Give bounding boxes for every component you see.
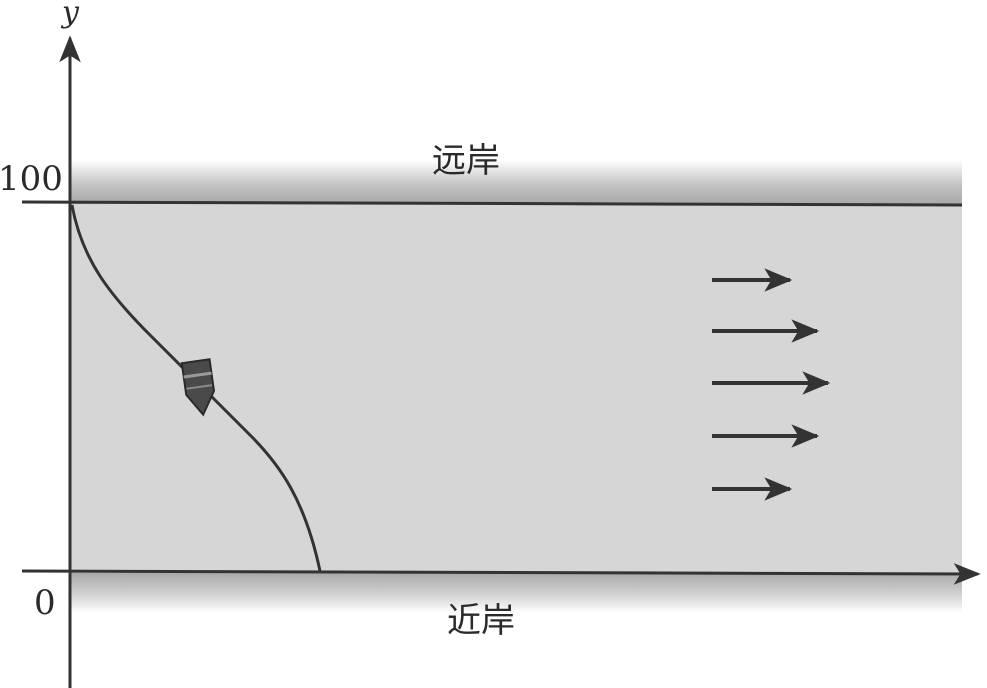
far-bank-label: 远岸: [432, 141, 500, 181]
boat-icon: [180, 358, 216, 417]
far-bank-line: [21, 200, 963, 207]
tick-label-100: 100: [0, 159, 63, 199]
y-axis-label: y: [60, 0, 80, 30]
tick-label-origin: 0: [34, 583, 56, 623]
current-arrows: [712, 268, 831, 501]
near-bank-strip: [70, 573, 962, 613]
far-bank-strip: [70, 160, 962, 204]
near-bank-line: [21, 563, 981, 585]
near-bank-label: 近岸: [447, 601, 515, 641]
